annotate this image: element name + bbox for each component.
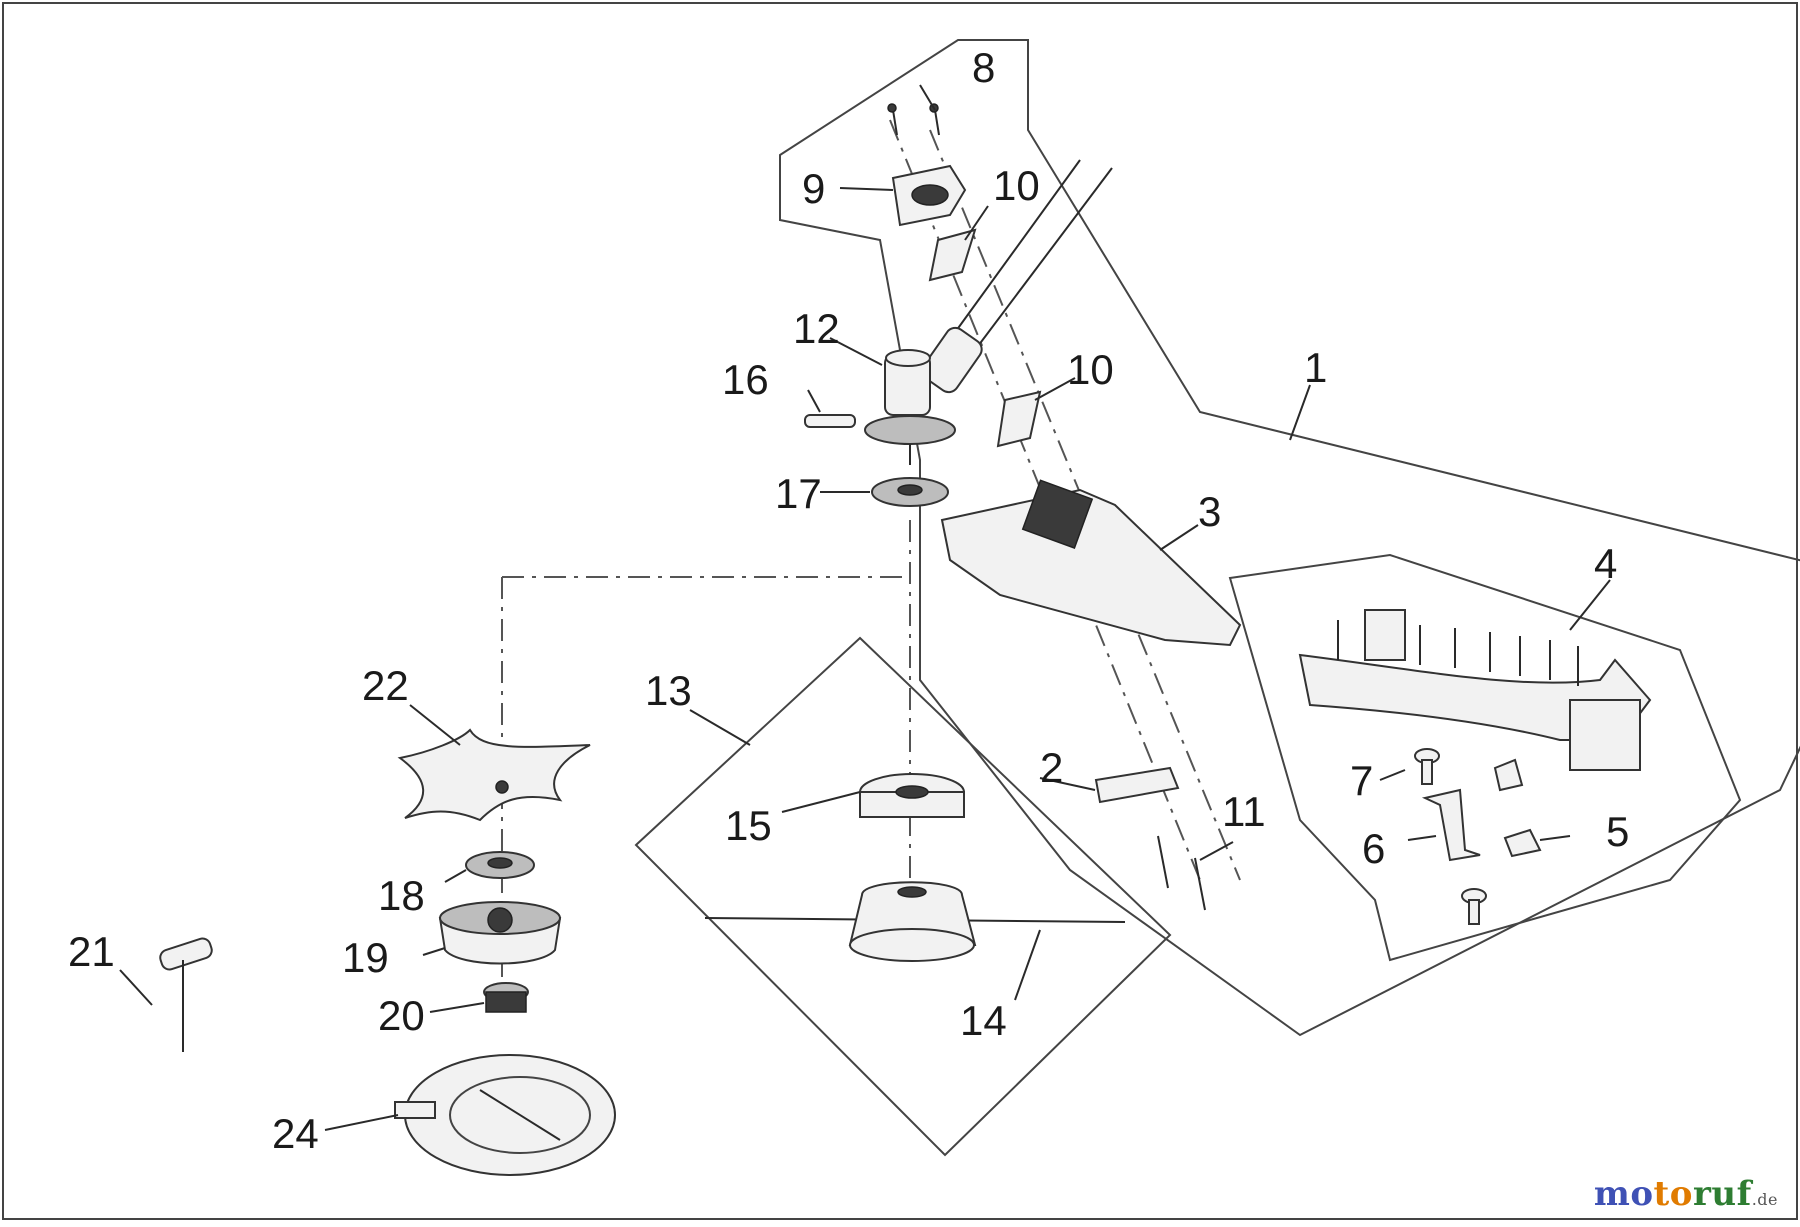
callout-11: 11 — [1222, 788, 1266, 835]
callout-19: 19 — [342, 934, 389, 981]
screw-8 — [887, 103, 940, 136]
callout-21: 21 — [68, 928, 115, 975]
callout-10-lower: 10 — [1067, 346, 1114, 393]
washer-17 — [871, 477, 949, 507]
leader-lines — [119, 84, 1611, 1131]
watermark-part-3: ruf — [1692, 1174, 1752, 1214]
watermark-logo: motoruf.de — [1594, 1174, 1778, 1214]
callout-1: 1 — [1304, 344, 1327, 391]
callout-16: 16 — [722, 356, 769, 403]
nut-20 — [483, 982, 529, 1013]
blade-22 — [397, 728, 591, 822]
trimmer-head-14 — [704, 881, 1126, 962]
guard-plate-24 — [394, 1054, 616, 1176]
callout-17: 17 — [775, 470, 822, 517]
callout-18: 18 — [378, 872, 425, 919]
clamp-10-lower — [996, 390, 1042, 448]
drive-shaft — [921, 159, 1113, 394]
key-16 — [804, 414, 856, 428]
assembly-line — [929, 129, 1241, 881]
cup-19 — [438, 901, 562, 965]
callout-3: 3 — [1198, 488, 1221, 535]
washer-18 — [465, 851, 535, 879]
nut-clip — [1493, 758, 1524, 792]
watermark-tld: .de — [1751, 1190, 1778, 1209]
gear-head-12 — [864, 349, 956, 465]
guard-4 — [1298, 609, 1652, 771]
blade-hole — [495, 780, 509, 794]
bolt-lower — [1461, 888, 1487, 925]
watermark-part-1: mo — [1593, 1174, 1654, 1214]
watermark-part-2: to — [1653, 1174, 1693, 1214]
callout-15: 15 — [725, 802, 772, 849]
callout-13: 13 — [645, 667, 692, 714]
callout-7: 7 — [1350, 757, 1373, 804]
callout-9: 9 — [802, 165, 825, 212]
callout-8: 8 — [972, 44, 995, 91]
wrench-21 — [159, 937, 213, 1052]
callout-24: 24 — [272, 1110, 319, 1157]
shield-3 — [940, 479, 1242, 647]
screws-11 — [1157, 835, 1206, 911]
shaft-assembly-outline — [779, 39, 1800, 1037]
clamp-2 — [1094, 766, 1180, 804]
cover-plate-9 — [891, 164, 967, 227]
bracket-6 — [1421, 788, 1481, 862]
spool-15 — [859, 773, 965, 818]
callout-4: 4 — [1594, 540, 1617, 587]
callout-14: 14 — [960, 997, 1007, 1044]
callout-6: 6 — [1362, 825, 1385, 872]
callout-20: 20 — [378, 992, 425, 1039]
callout-22: 22 — [362, 662, 409, 709]
callout-2: 2 — [1040, 744, 1063, 791]
nut-5 — [1503, 828, 1542, 858]
callout-12: 12 — [793, 305, 840, 352]
bolt-7 — [1414, 748, 1440, 785]
callout-10-upper: 10 — [993, 162, 1040, 209]
guard-outline — [1228, 553, 1742, 962]
clamp-10-upper — [928, 228, 977, 282]
callout-5: 5 — [1606, 808, 1629, 855]
cutting-head-outline — [634, 636, 1172, 1157]
